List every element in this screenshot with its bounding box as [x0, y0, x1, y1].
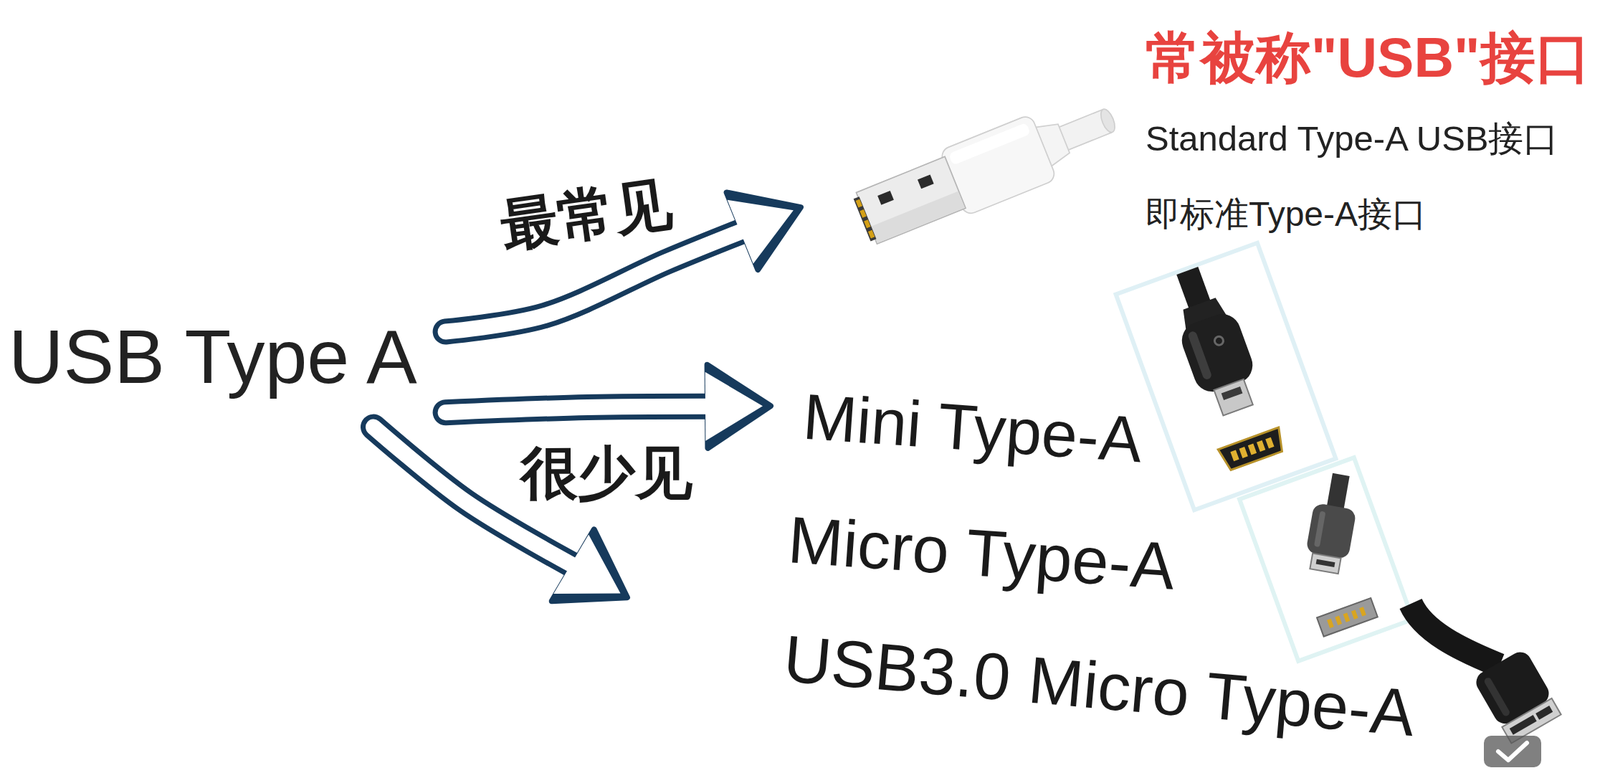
usb3-micro-plug	[1410, 603, 1563, 744]
micro-tip	[1309, 553, 1341, 575]
plug-body-highlight	[948, 122, 1031, 166]
plug-contact-bed	[853, 196, 877, 241]
plug-cable-end	[1098, 106, 1118, 135]
plug-hole	[917, 174, 935, 189]
connector-node: Micro Type-A	[627, 501, 1183, 606]
gold-pin	[1359, 606, 1367, 616]
arrow-head-fill	[727, 200, 794, 264]
mini-tip-slot	[1221, 386, 1244, 400]
arrow-head-fill	[553, 534, 621, 594]
mini-tip	[1213, 379, 1253, 416]
connector-name: USB3.0 Micro Type-A	[780, 620, 1418, 752]
usb3-tip-slot	[1509, 714, 1537, 735]
arrow-head-fill	[705, 372, 763, 441]
gold-pin	[1239, 446, 1249, 459]
usb3-cable	[1410, 603, 1500, 666]
micro-usb-photo	[1239, 457, 1414, 661]
icon-mark	[1498, 742, 1527, 760]
micro-body	[1305, 502, 1357, 560]
connector-node: USB3.0 Micro Type-A	[768, 633, 1423, 739]
standard-plug-node: 常被称"USB"接口 Standard Type-A USB接口即标准Type-A…	[800, 21, 1591, 236]
connector-node: Mini Type-A	[770, 377, 1150, 481]
micro-receptacle	[1316, 597, 1378, 637]
usb3-plug-head	[1472, 648, 1563, 745]
connector-note: 即标准Type-A接口	[1145, 193, 1591, 236]
photo-card	[1116, 243, 1337, 511]
gold-contact	[868, 230, 875, 239]
common-name: 常被称"USB"接口	[1145, 24, 1591, 91]
mini-usb-photo	[1116, 243, 1337, 511]
plug-shell-shade	[870, 191, 965, 244]
arrow-label: 最常见	[496, 169, 676, 261]
usb-a-plug	[848, 86, 1127, 253]
gold-contact	[863, 219, 871, 228]
usb3-body	[1472, 648, 1554, 728]
connector-name: Standard Type-A USB接口	[1145, 117, 1591, 160]
arrow-shaft-outline	[445, 406, 708, 413]
gold-pin	[1230, 449, 1239, 461]
gold-pin	[1326, 618, 1335, 628]
frequency-note: 很少见	[520, 438, 693, 508]
usb3-tip-slot	[1535, 705, 1553, 720]
gold-contact	[859, 209, 866, 218]
gold-pin	[1248, 443, 1257, 456]
gold-pin	[1351, 609, 1359, 619]
gold-pin	[1343, 612, 1351, 622]
corner-icon	[1483, 735, 1542, 768]
arrow-shaft-fill	[445, 406, 708, 413]
mini-body-highlight	[1187, 330, 1213, 381]
hollow-arrow	[445, 364, 771, 449]
mini-receptacle	[1217, 427, 1287, 472]
micro-plug	[1303, 470, 1363, 575]
icon-badge	[1483, 735, 1542, 768]
connector-name: Micro Type-A	[785, 501, 1178, 605]
gold-contact	[855, 199, 863, 208]
category-title: USB Type A	[8, 314, 418, 399]
photo-card	[1239, 457, 1413, 661]
micro-body-highlight	[1313, 511, 1327, 548]
usb3-body-highlight	[1483, 675, 1512, 717]
plug-hole	[877, 190, 894, 206]
micro-tip-slot	[1316, 559, 1336, 568]
gold-pin	[1334, 615, 1342, 626]
gold-pin	[1256, 440, 1266, 452]
category-node: USB Type A	[8, 314, 446, 428]
connector-name: Mini Type-A	[800, 379, 1145, 478]
gold-pin	[1265, 437, 1274, 449]
usb-mark	[1213, 335, 1225, 347]
